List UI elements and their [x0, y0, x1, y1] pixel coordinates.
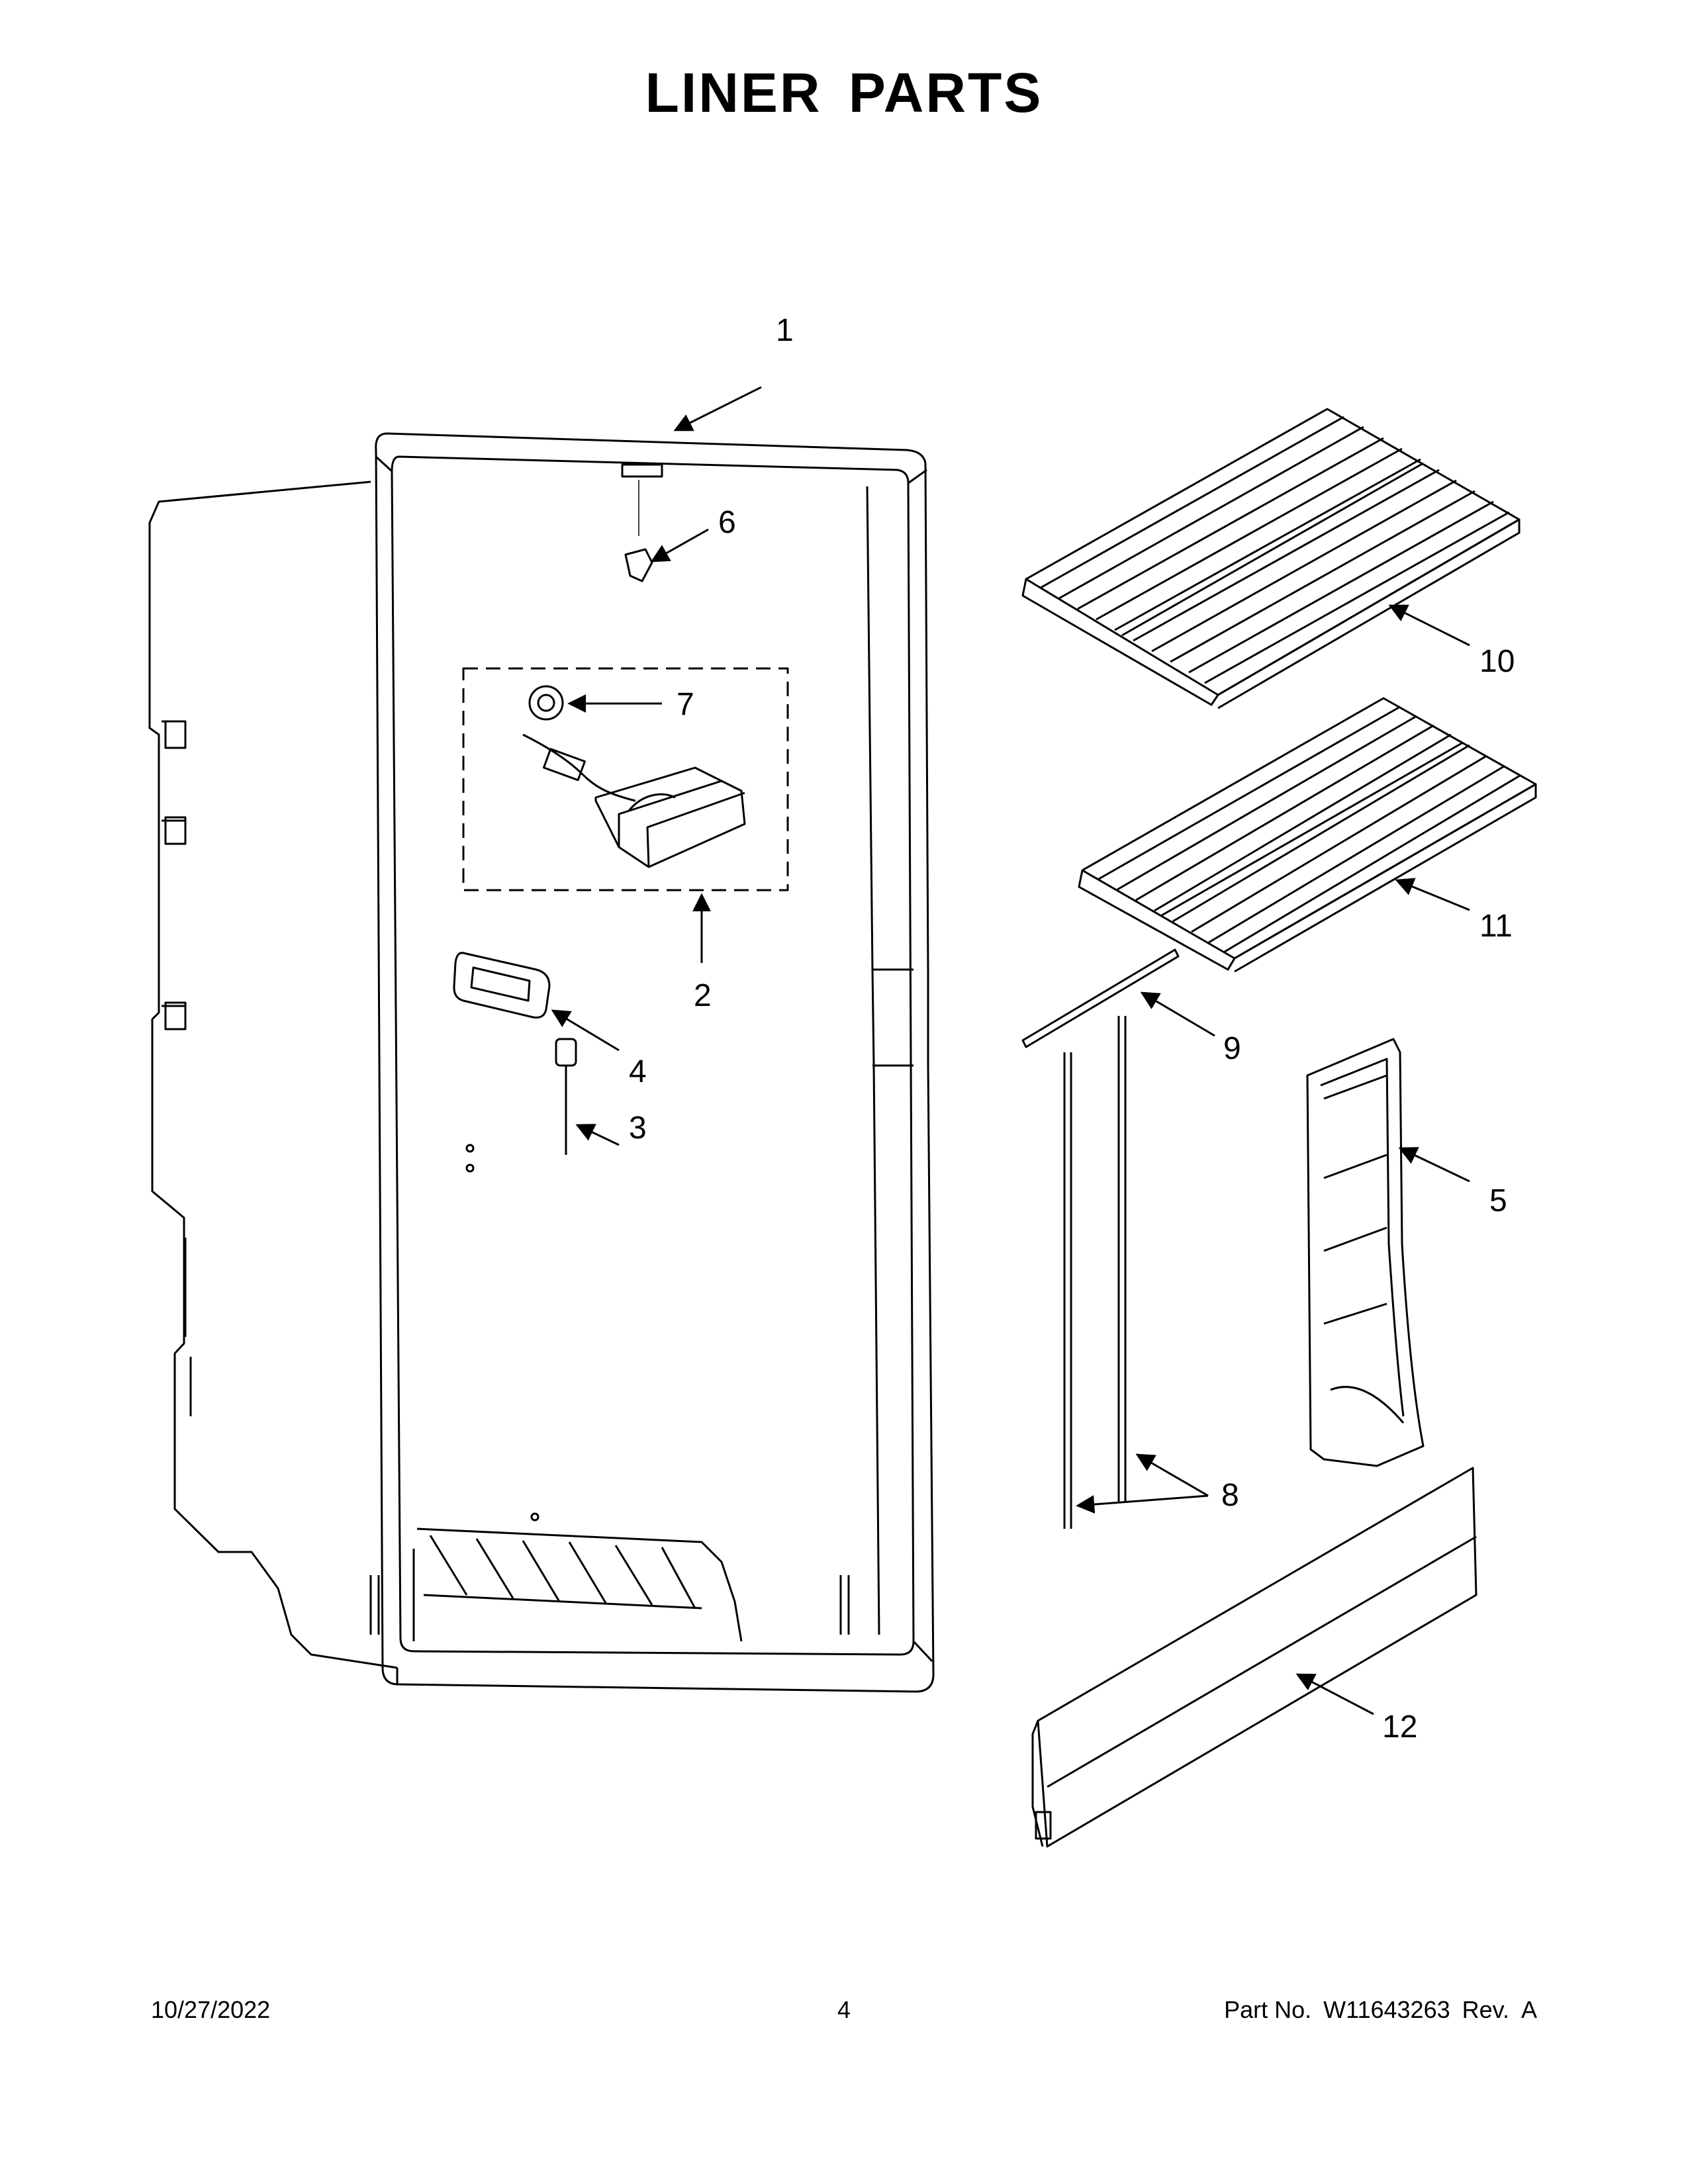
- leader-8-right: [1135, 1453, 1209, 1497]
- leader-10: [1388, 604, 1470, 647]
- liner-body: [148, 432, 935, 1693]
- part-6-clip: [624, 548, 653, 582]
- page-title: LINER PARTS: [645, 62, 1043, 124]
- leader-4: [551, 1009, 620, 1052]
- leader-12: [1295, 1673, 1374, 1715]
- callout-7: 7: [677, 687, 694, 722]
- rev-label: Rev.: [1462, 1996, 1509, 2023]
- callout-4: 4: [629, 1054, 647, 1089]
- callout-8: 8: [1221, 1478, 1239, 1513]
- part-3-bulb: [555, 1038, 577, 1155]
- footer-page-number: 4: [837, 1996, 851, 2023]
- part-7-knob: [522, 685, 636, 802]
- leader-8-left: [1076, 1494, 1209, 1514]
- callout-9: 9: [1223, 1031, 1241, 1066]
- part-12-kickplate: [1031, 1467, 1477, 1848]
- footer-date: 10/27/2022: [151, 1996, 271, 2023]
- leader-9: [1140, 991, 1215, 1037]
- callout-10: 10: [1479, 644, 1515, 679]
- leader-11: [1395, 878, 1470, 911]
- callout-1: 1: [776, 313, 794, 348]
- leader-3: [575, 1124, 620, 1146]
- rev-value: A: [1521, 1996, 1537, 2023]
- assembly-2-box: [462, 667, 789, 891]
- part-4-light-housing: [453, 952, 551, 1019]
- part-5-bin: [1306, 1038, 1425, 1467]
- callout-3: 3: [629, 1111, 647, 1146]
- shelf-11: [1078, 697, 1537, 973]
- leader-5: [1398, 1147, 1470, 1183]
- callout-6: 6: [718, 505, 736, 540]
- part-label: Part No.: [1224, 1996, 1312, 2023]
- part-2-housing: [594, 766, 746, 868]
- part-number: W11643263: [1323, 1996, 1450, 2023]
- part-9-trim: [1021, 948, 1180, 1048]
- callout-2: 2: [694, 978, 712, 1013]
- shelf-10: [1021, 408, 1521, 709]
- part-8-trim-left: [1063, 1052, 1072, 1529]
- callout-5: 5: [1489, 1183, 1507, 1218]
- footer-part-info: Part No. W11643263 Rev. A: [1224, 1996, 1537, 2024]
- callout-12: 12: [1382, 1709, 1417, 1745]
- part-8-trim-right: [1117, 1016, 1127, 1502]
- leader-1: [673, 386, 762, 432]
- leader-6: [650, 528, 709, 563]
- callout-11: 11: [1479, 909, 1513, 944]
